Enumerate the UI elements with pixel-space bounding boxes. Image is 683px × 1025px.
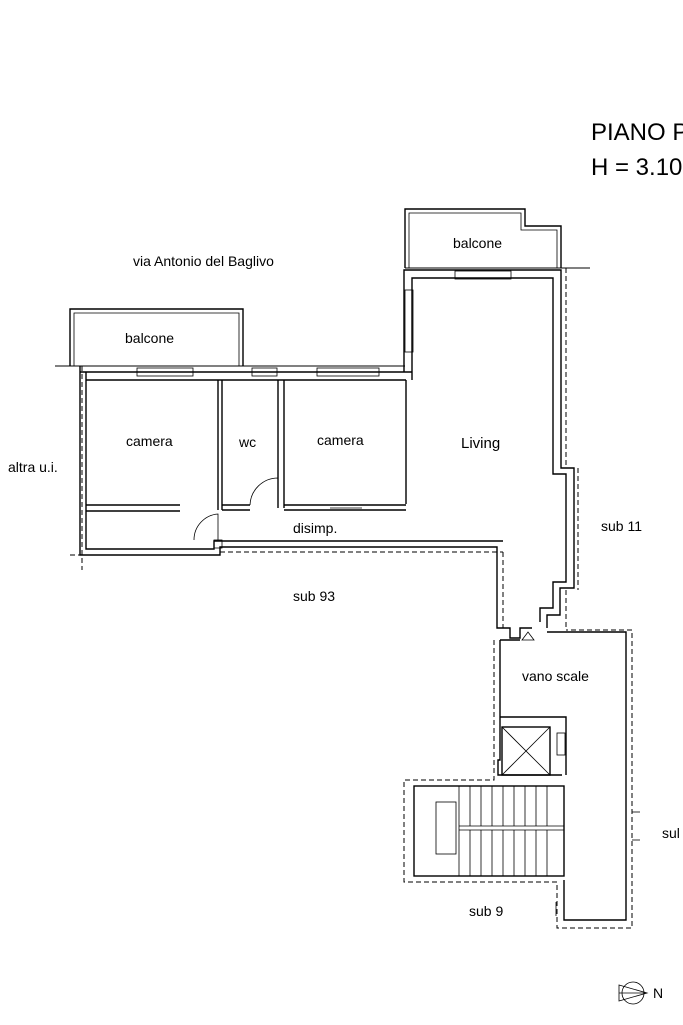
entrance-marker (521, 631, 535, 641)
room-camera-right: camera (317, 432, 364, 448)
plan-title: PIANO P (591, 119, 683, 146)
neighbor-boundaries (70, 268, 579, 628)
compass-icon (618, 981, 649, 1005)
plan-height: H = 3.10 (591, 154, 682, 181)
room-vano-scale: vano scale (522, 668, 589, 684)
balcony-top-label: balcone (453, 235, 502, 251)
room-living: Living (461, 435, 500, 452)
balcony-left (69, 308, 244, 366)
stairwell (403, 629, 640, 929)
label-sub93: sub 93 (293, 588, 335, 604)
label-sub-right: sul (662, 825, 680, 841)
street-label: via Antonio del Baglivo (133, 253, 274, 269)
balcony-top (404, 208, 562, 268)
room-wc: wc (238, 434, 256, 450)
label-altra-ui: altra u.i. (8, 459, 58, 475)
label-sub11: sub 11 (601, 518, 642, 534)
facade-line (55, 267, 590, 367)
compass-label: N (653, 985, 663, 1001)
stair-steps (469, 786, 548, 876)
room-camera-left: camera (126, 433, 173, 449)
balcony-left-label: balcone (125, 330, 174, 346)
apartment-walls (79, 269, 575, 639)
label-sub9: sub 9 (469, 903, 503, 919)
room-disimp: disimp. (293, 520, 337, 536)
